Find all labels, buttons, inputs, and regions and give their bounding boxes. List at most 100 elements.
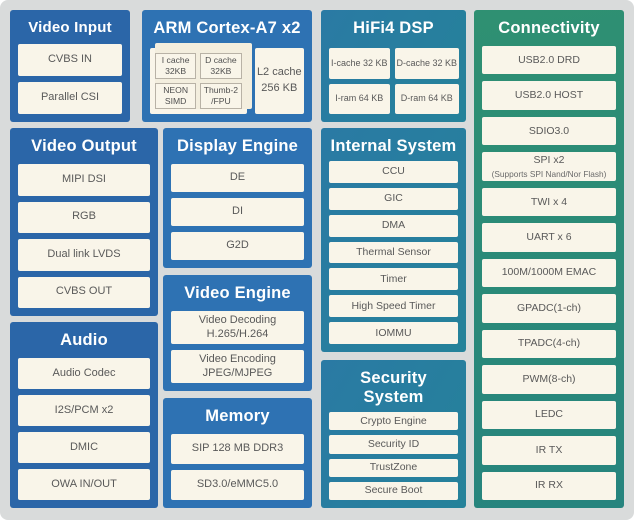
panel-title-memory: Memory [205,407,270,425]
panel-video-engine: Video Engine Video Decoding H.265/H.264 … [163,275,312,391]
display-engine-blocks: DE DI G2D [171,164,304,260]
panel-title-video-output: Video Output [31,137,137,155]
panel-title-audio: Audio [60,331,108,349]
video-input-blocks: CVBS IN Parallel CSI [18,44,122,114]
video-decoding-line1: Video Decoding [198,313,277,326]
panel-video-output: Video Output MIPI DSI RGB Dual link LVDS… [10,128,158,316]
block-high-speed-timer: High Speed Timer [329,295,458,318]
block-thermal-sensor: Thermal Sensor [329,241,458,264]
block-secure-boot: Secure Boot [329,481,458,500]
block-owa-in-out: OWA IN/OUT [18,469,150,500]
block-uart: UART x 6 [482,223,616,252]
block-emac: 100M/1000M EMAC [482,258,616,288]
block-twi: TWI x 4 [482,187,616,217]
panel-title-arm-cortex: ARM Cortex-A7 x2 [153,19,301,37]
block-dual-link-lvds: Dual link LVDS [18,239,150,271]
panel-title-video-engine: Video Engine [184,284,291,302]
block-pwm: PWM(8-ch) [482,365,616,394]
panel-hifi4-dsp: HiFi4 DSP I-cache 32 KB D-cache 32 KB I-… [321,10,466,122]
block-ir-tx: IR TX [482,436,616,465]
d-cache-line1: D cache [205,55,237,66]
block-trustzone: TrustZone [329,458,458,477]
panel-title-display-engine: Display Engine [176,137,299,155]
video-output-blocks: MIPI DSI RGB Dual link LVDS CVBS OUT [18,164,150,308]
block-cvbs-out: CVBS OUT [18,276,150,308]
block-iommu: IOMMU [329,322,458,345]
block-security-id: Security ID [329,435,458,454]
block-audio-codec: Audio Codec [18,358,150,389]
panel-arm-cortex: ARM Cortex-A7 x2 I cache 32KB D cache 32… [142,10,312,122]
block-ledc: LEDC [482,400,616,430]
panel-title-connectivity: Connectivity [498,19,600,37]
block-hifi-dram: D-ram 64 KB [394,83,460,114]
block-neon-simd: NEON SIMD [155,83,197,109]
d-cache-line2: 32KB [210,66,232,76]
block-di: DI [171,198,304,226]
panel-audio: Audio Audio Codec I2S/PCM x2 DMIC OWA IN… [10,322,158,508]
panel-video-input: Video Input CVBS IN Parallel CSI [10,10,130,122]
neon-line1: NEON [163,85,189,96]
block-spi-x2: SPI x2 (Supports SPI Nand/Nor Flash) [482,152,616,181]
neon-line2: SIMD [164,96,187,106]
block-parallel-csi: Parallel CSI [18,82,122,114]
connectivity-blocks: USB2.0 DRD USB2.0 HOST SDIO3.0 SPI x2 (S… [482,46,616,501]
block-i-cache: I cache 32KB [155,53,197,79]
i-cache-line2: 32KB [165,66,187,76]
i-cache-line1: I cache [161,55,190,66]
block-gpadc: GPADC(1-ch) [482,294,616,323]
block-l2-cache: L2 cache 256 KB [254,48,304,114]
hifi-blocks: I-cache 32 KB D-cache 32 KB I-ram 64 KB … [329,48,460,114]
video-encoding-line1: Video Encoding [199,352,276,365]
security-system-blocks: Crypto Engine Security ID TrustZone Secu… [329,412,458,500]
block-ir-rx: IR RX [482,471,616,501]
thumb2-line2: /FPU [211,96,231,106]
l2-cache-line1: L2 cache [256,66,302,79]
block-g2d: G2D [171,232,304,260]
thumb2-line1: Thumb-2 [203,85,239,96]
block-gic: GIC [329,187,458,210]
block-dma: DMA [329,214,458,237]
block-de: DE [171,164,304,192]
arm-content: I cache 32KB D cache 32KB NEON SIMD Thum… [150,43,304,114]
block-rgb: RGB [18,201,150,233]
l2-cache-line2: 256 KB [261,82,298,94]
block-sdio3: SDIO3.0 [482,116,616,146]
spi-line1: SPI x2 [533,154,565,167]
block-dmic: DMIC [18,432,150,463]
video-engine-blocks: Video Decoding H.265/H.264 Video Encodin… [171,311,304,383]
spi-line2: (Supports SPI Nand/Nor Flash) [491,168,607,179]
block-d-cache: D cache 32KB [200,53,242,79]
block-i2s-pcm: I2S/PCM x2 [18,395,150,426]
video-decoding-line2: H.265/H.264 [206,327,269,340]
panel-display-engine: Display Engine DE DI G2D [163,128,312,268]
block-mipi-dsi: MIPI DSI [18,164,150,196]
block-tpadc: TPADC(4-ch) [482,329,616,359]
block-hifi-iram: I-ram 64 KB [329,83,390,114]
video-encoding-line2: JPEG/MJPEG [202,366,273,379]
block-usb2-drd: USB2.0 DRD [482,46,616,75]
audio-blocks: Audio Codec I2S/PCM x2 DMIC OWA IN/OUT [18,358,150,500]
panel-title-security-system: Security System [360,369,427,406]
block-sip-ddr3: SIP 128 MB DDR3 [171,434,304,464]
panel-title-hifi4-dsp: HiFi4 DSP [353,19,434,37]
block-ccu: CCU [329,161,458,183]
panel-security-system: Security System Crypto Engine Security I… [321,360,466,508]
block-sd-emmc: SD3.0/eMMC5.0 [171,470,304,500]
block-crypto-engine: Crypto Engine [329,412,458,431]
panel-title-internal-system: Internal System [330,137,457,155]
block-video-encoding: Video Encoding JPEG/MJPEG [171,350,304,383]
block-timer: Timer [329,268,458,291]
internal-system-blocks: CCU GIC DMA Thermal Sensor Timer High Sp… [329,161,458,345]
memory-blocks: SIP 128 MB DDR3 SD3.0/eMMC5.0 [171,434,304,500]
panel-internal-system: Internal System CCU GIC DMA Thermal Sens… [321,128,466,352]
arm-cache-card: I cache 32KB D cache 32KB NEON SIMD Thum… [150,43,252,114]
panel-connectivity: Connectivity USB2.0 DRD USB2.0 HOST SDIO… [474,10,624,508]
block-cvbs-in: CVBS IN [18,44,122,76]
block-usb2-host: USB2.0 HOST [482,81,616,110]
panel-memory: Memory SIP 128 MB DDR3 SD3.0/eMMC5.0 [163,398,312,508]
block-hifi-dcache: D-cache 32 KB [394,48,460,79]
block-hifi-icache: I-cache 32 KB [329,48,390,79]
block-video-decoding: Video Decoding H.265/H.264 [171,311,304,344]
panel-title-video-input: Video Input [28,19,112,36]
